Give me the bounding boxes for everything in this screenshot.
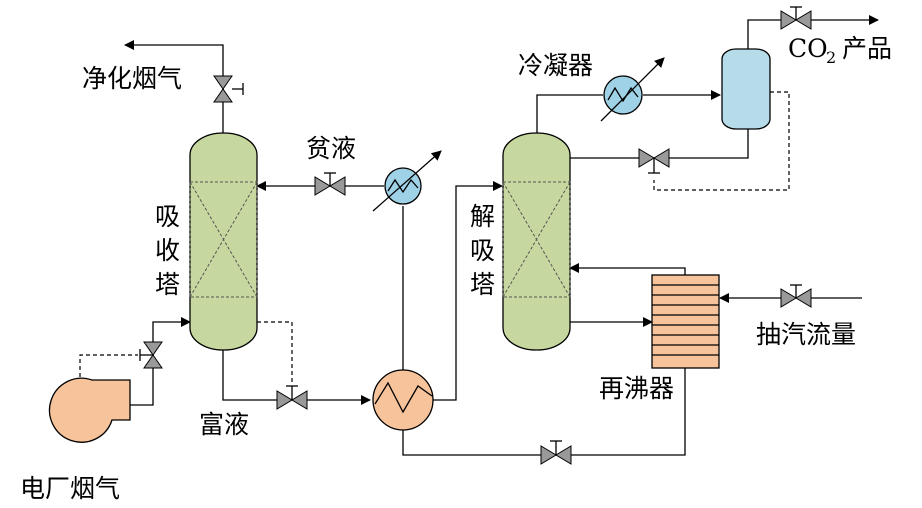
reboiler-label: 再沸器 bbox=[599, 374, 674, 403]
clean-flue-gas-label: 净化烟气 bbox=[82, 64, 182, 93]
co2-label: CO bbox=[788, 34, 828, 63]
flue-control-line bbox=[79, 354, 138, 377]
rich-solution-label: 富液 bbox=[199, 410, 249, 439]
co2-subscript-label: 2 bbox=[826, 48, 836, 67]
reflux-valve[interactable] bbox=[638, 148, 670, 174]
desorber-label-1: 解 bbox=[470, 202, 495, 231]
flue-gas-inlet-pipe bbox=[130, 317, 191, 406]
absorber-label-3: 塔 bbox=[155, 270, 180, 299]
desorber-label-2: 吸 bbox=[470, 236, 495, 265]
rich-to-desorber-pipe bbox=[432, 181, 503, 401]
absorber-label-1: 吸 bbox=[155, 202, 180, 231]
condenser bbox=[600, 57, 665, 122]
co2-product-valve[interactable] bbox=[780, 6, 812, 30]
co2-separator bbox=[721, 48, 771, 130]
rich-control-line bbox=[257, 321, 293, 385]
reboiler bbox=[651, 274, 720, 369]
clean-gas-valve[interactable] bbox=[213, 75, 244, 103]
steam-valve[interactable] bbox=[780, 284, 812, 308]
lean-cooler bbox=[372, 150, 442, 212]
reboiler-vapor-pipe bbox=[569, 263, 686, 275]
clean-flue-gas-pipe bbox=[124, 40, 224, 133]
desorber-tower bbox=[502, 132, 571, 351]
steam-extraction-label: 抽汽流量 bbox=[756, 320, 856, 349]
reflux-pipe bbox=[570, 128, 749, 159]
cross-heat-exchanger bbox=[372, 369, 434, 431]
lean-return-valve[interactable] bbox=[540, 440, 572, 465]
flue-gas-valve[interactable] bbox=[139, 341, 163, 369]
lean-solution-label: 贫液 bbox=[306, 134, 356, 163]
rich-solution-valve[interactable] bbox=[276, 385, 308, 410]
reflux-control-line bbox=[653, 91, 790, 191]
vapor-pipe bbox=[536, 94, 603, 133]
flue-gas-blower bbox=[48, 377, 131, 443]
condenser-label: 冷凝器 bbox=[518, 51, 593, 80]
co2-product-pipe bbox=[747, 15, 879, 49]
product-label: 产品 bbox=[842, 34, 892, 63]
rich-solution-pipe bbox=[222, 350, 371, 405]
absorber-tower bbox=[189, 132, 258, 351]
power-plant-flue-gas-label: 电厂烟气 bbox=[20, 474, 120, 503]
absorber-label-2: 收 bbox=[155, 236, 180, 265]
lean-solution-valve[interactable] bbox=[314, 172, 346, 196]
desorber-label-3: 塔 bbox=[470, 270, 495, 299]
